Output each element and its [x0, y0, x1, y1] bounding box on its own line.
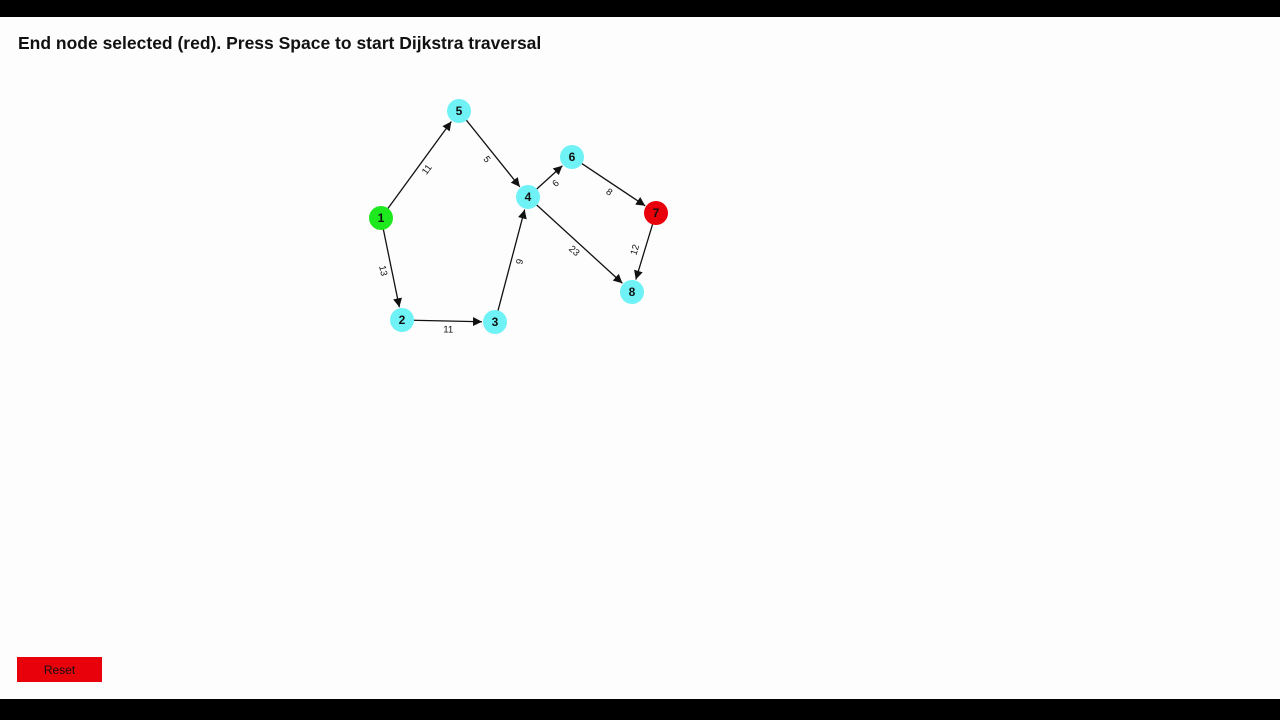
- node-label: 3: [492, 315, 499, 329]
- node-label: 6: [569, 150, 576, 164]
- node-circle[interactable]: [620, 280, 644, 304]
- edge-7-8: 12: [629, 222, 654, 280]
- app-window: End node selected (red). Press Space to …: [0, 17, 1280, 699]
- node-label: 8: [629, 285, 636, 299]
- edge-2-3: 11: [411, 317, 483, 336]
- node-circle[interactable]: [369, 206, 393, 230]
- edge-weight-label: 12: [629, 243, 643, 256]
- edge-line: [382, 227, 402, 308]
- node-circle[interactable]: [390, 308, 414, 332]
- edge-line: [496, 209, 527, 313]
- node-label: 4: [525, 190, 532, 204]
- edge-6-7: 8: [579, 162, 646, 207]
- node-circle[interactable]: [447, 99, 471, 123]
- edge-line: [386, 121, 452, 211]
- graph-node-5[interactable]: 5: [447, 99, 471, 123]
- node-circle[interactable]: [483, 310, 507, 334]
- reset-button[interactable]: Reset: [17, 657, 102, 682]
- edge-weight-label: 8: [604, 186, 615, 198]
- node-circle[interactable]: [560, 145, 584, 169]
- edge-line: [534, 203, 623, 284]
- edge-line: [411, 317, 483, 327]
- edge-4-6: 6: [534, 165, 563, 191]
- node-circle[interactable]: [644, 201, 668, 225]
- edge-5-4: 5: [464, 118, 521, 188]
- node-circle[interactable]: [516, 185, 540, 209]
- graph-node-4[interactable]: 4: [516, 185, 540, 209]
- graph-node-6[interactable]: 6: [560, 145, 584, 169]
- edge-1-2: 13: [376, 227, 402, 308]
- edge-weight-label: 11: [420, 163, 435, 177]
- edge-line: [534, 165, 563, 191]
- edge-weight-label: 11: [443, 324, 453, 335]
- graph-node-7[interactable]: 7: [644, 201, 668, 225]
- edge-weight-label: 6: [550, 178, 561, 190]
- status-message: End node selected (red). Press Space to …: [18, 33, 542, 53]
- edge-4-8: 23: [534, 203, 623, 284]
- node-label: 2: [399, 313, 406, 327]
- graph-node-3[interactable]: 3: [483, 310, 507, 334]
- node-label: 1: [378, 211, 385, 225]
- edge-1-5: 11: [386, 121, 452, 211]
- graph-node-8[interactable]: 8: [620, 280, 644, 304]
- edge-line: [634, 222, 654, 280]
- edge-line: [579, 162, 646, 207]
- edge-3-4: 9: [496, 209, 527, 313]
- node-label: 5: [456, 104, 463, 118]
- edge-weight-label: 23: [566, 244, 581, 259]
- graph-node-2[interactable]: 2: [390, 308, 414, 332]
- node-label: 7: [653, 206, 660, 220]
- edge-weight-label: 9: [514, 258, 526, 266]
- graph-node-1[interactable]: 1: [369, 206, 393, 230]
- edge-line: [464, 118, 521, 188]
- edge-weight-label: 5: [481, 154, 493, 165]
- edge-weight-label: 13: [376, 265, 389, 278]
